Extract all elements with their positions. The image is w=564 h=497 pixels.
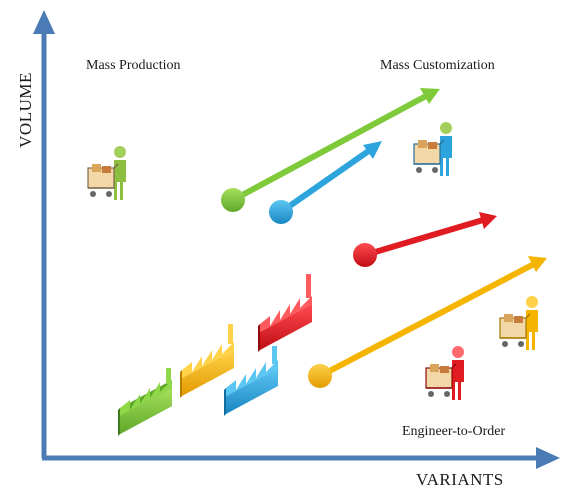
region-label-engineer-to-order: Engineer-to-Order: [402, 424, 506, 439]
shopper-icon: [499, 296, 538, 350]
factory-icon: [180, 324, 234, 398]
y-axis-arrowhead: [33, 10, 55, 34]
x-axis-label: VARIANTS: [416, 470, 504, 489]
y-axis: [33, 10, 55, 458]
arrow-green: [221, 88, 440, 212]
shopper-icon: [413, 122, 452, 176]
shopper-icon: [87, 146, 126, 200]
x-axis-arrowhead: [536, 447, 560, 469]
region-label-mass-production: Mass Production: [86, 58, 181, 73]
shopping-cart-icon: [87, 163, 119, 197]
shopper-icon: [425, 346, 464, 400]
shopping-cart-icon: [499, 313, 531, 347]
x-axis: [42, 447, 560, 469]
shopping-cart-icon: [425, 363, 457, 397]
arrow-yellow: [308, 256, 547, 388]
shopping-cart-icon: [413, 139, 445, 173]
factory-icon: [258, 274, 312, 352]
factory-icon: [224, 346, 278, 416]
factory-icon: [118, 368, 172, 436]
y-axis-label: VOLUME: [16, 72, 35, 148]
arrow-blue: [269, 141, 382, 224]
arrow-red: [353, 212, 497, 267]
region-label-mass-customization: Mass Customization: [380, 58, 495, 73]
